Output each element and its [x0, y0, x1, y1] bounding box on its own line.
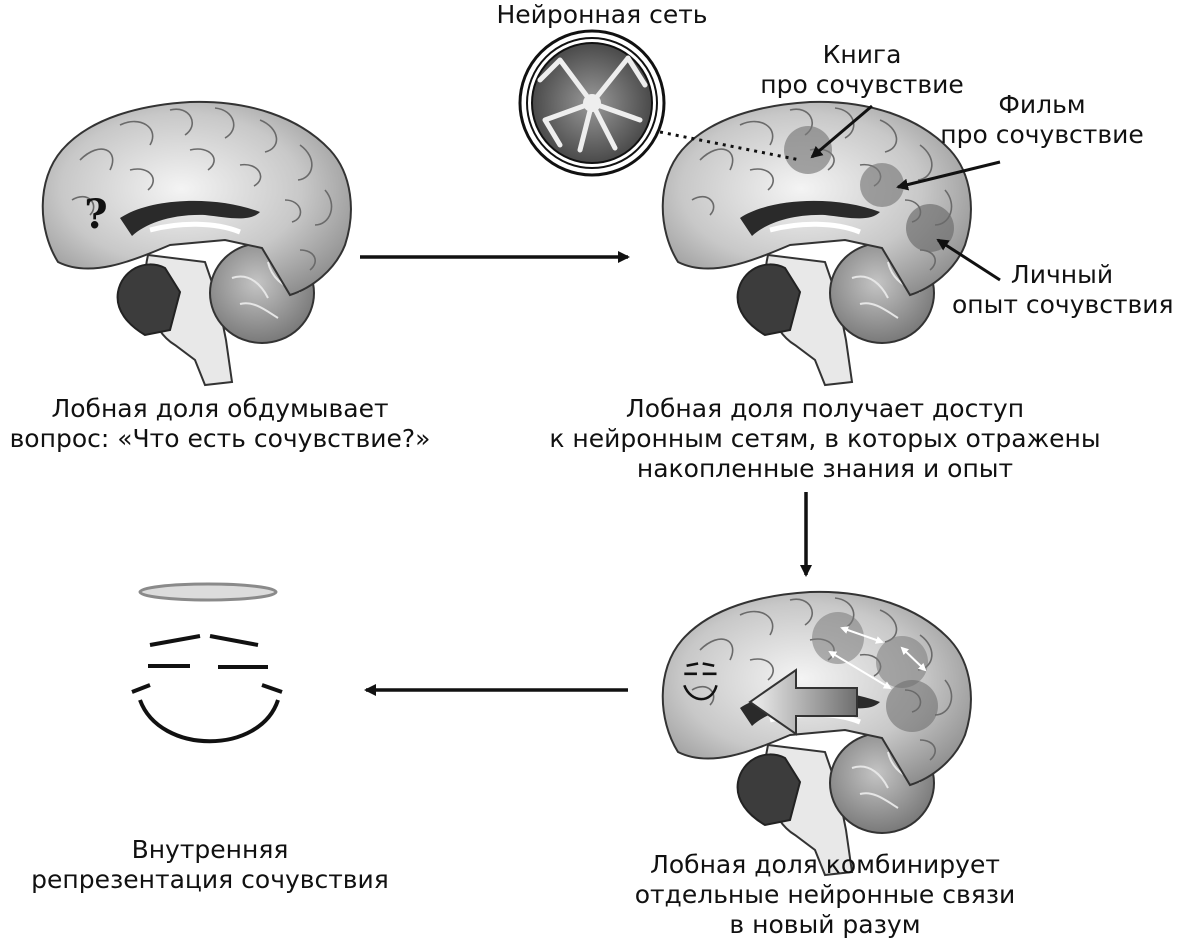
brain-step2 [663, 102, 971, 385]
personal-label: Личный опыт сочувствия [952, 260, 1174, 319]
neural-net-label: Нейронная сеть [496, 0, 708, 29]
caption-step3: Лобная доля комбинирует отдельные нейрон… [634, 850, 1016, 939]
film-label: Фильм про сочувствие [940, 90, 1144, 149]
film-region [860, 163, 904, 207]
neural-net-icon [518, 29, 666, 177]
smiling-face-icon [131, 634, 283, 744]
caption-step1: Лобная доля обдумывает вопрос: «Что есть… [9, 394, 431, 453]
combine-arrow [748, 668, 858, 736]
personal-pointer [936, 238, 1001, 282]
caption-step4: Внутренняя репрезентация сочувствия [31, 835, 389, 894]
book-label: Книга про сочувствие [760, 40, 964, 99]
book-pointer [810, 104, 873, 159]
caption-step2: Лобная доля получает доступ к нейронным … [549, 394, 1101, 483]
brain-step3 [663, 592, 971, 875]
book-region [784, 126, 832, 174]
brain-step1 [43, 102, 351, 385]
question-mark: ? [84, 191, 107, 238]
film-pointer [896, 160, 1001, 191]
halo-icon [138, 582, 278, 602]
